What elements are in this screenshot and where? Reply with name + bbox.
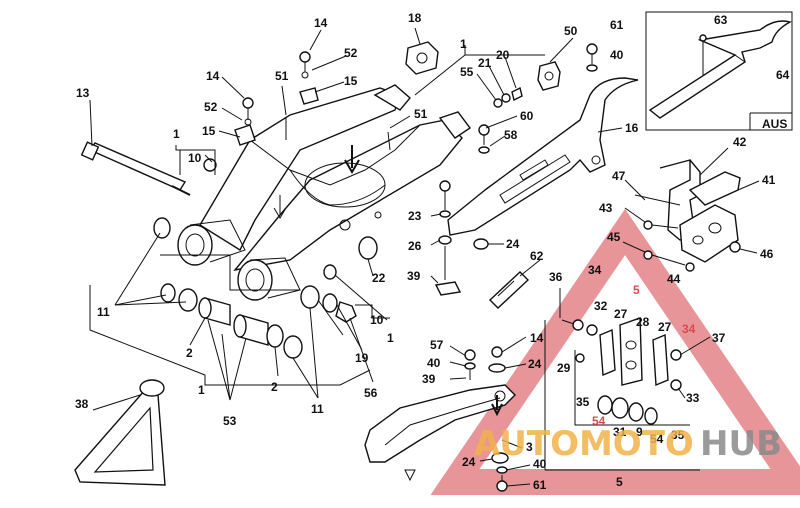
callout-43: 43 bbox=[599, 201, 613, 215]
callout-14: 14 bbox=[314, 16, 328, 30]
callout-61: 61 bbox=[610, 18, 624, 32]
callout-5: 5 bbox=[616, 475, 623, 489]
callout-15: 15 bbox=[344, 74, 358, 88]
upper-right-small-parts bbox=[405, 41, 598, 108]
callout-1: 1 bbox=[387, 331, 394, 345]
callout-20: 20 bbox=[496, 48, 510, 62]
callout-40: 40 bbox=[533, 457, 547, 471]
pivot-axle bbox=[80, 141, 191, 196]
callout-40: 40 bbox=[427, 356, 441, 370]
callout-36: 36 bbox=[549, 270, 563, 284]
callout-26: 26 bbox=[408, 239, 422, 253]
watermark-text: AUTOMOTO HUB bbox=[474, 424, 782, 464]
chain-adjuster-assembly bbox=[634, 159, 741, 272]
callout-14: 14 bbox=[206, 69, 220, 83]
callout-10: 10 bbox=[370, 313, 384, 327]
callout-50: 50 bbox=[564, 24, 578, 38]
callout-37: 37 bbox=[712, 331, 726, 345]
paddock-stand bbox=[74, 379, 166, 486]
callout-45: 45 bbox=[607, 230, 621, 244]
callout-23: 23 bbox=[408, 209, 422, 223]
callout-64: 64 bbox=[776, 68, 790, 82]
middle-bolt-stack bbox=[434, 180, 489, 296]
callout-47: 47 bbox=[612, 169, 626, 183]
callout-34: 34 bbox=[588, 263, 602, 277]
callout-labels: 14 52 15 18 1 55 21 20 50 61 40 63 64 AU… bbox=[75, 11, 790, 492]
upper-bolts bbox=[203, 51, 391, 172]
callout-55: 55 bbox=[460, 65, 474, 79]
callout-32: 32 bbox=[594, 299, 608, 313]
callout-5: 5 bbox=[633, 283, 640, 297]
callout-1: 1 bbox=[460, 37, 467, 51]
callout-18: 18 bbox=[408, 11, 422, 25]
callout-56: 56 bbox=[364, 386, 378, 400]
callout-15: 15 bbox=[202, 124, 216, 138]
callout-38: 38 bbox=[75, 397, 89, 411]
reflector-plate bbox=[488, 271, 530, 309]
callout-28: 28 bbox=[636, 315, 650, 329]
callout-11: 11 bbox=[97, 305, 110, 319]
callout-46: 46 bbox=[760, 247, 774, 261]
callout-27: 27 bbox=[658, 320, 672, 334]
chain-slider bbox=[364, 384, 516, 482]
callout-54: 54 bbox=[650, 432, 664, 446]
callout-29: 29 bbox=[557, 361, 571, 375]
callout-14: 14 bbox=[530, 331, 544, 345]
slider-bolts bbox=[464, 346, 509, 492]
lower-adjuster-parts bbox=[544, 317, 700, 471]
watermark-brand-part2: HUB bbox=[700, 424, 782, 464]
callout-63: 63 bbox=[714, 13, 728, 27]
callout-57: 57 bbox=[430, 338, 444, 352]
callout-13: 13 bbox=[76, 86, 90, 100]
callout-62: 62 bbox=[530, 249, 544, 263]
callout-39: 39 bbox=[407, 269, 421, 283]
callout-52: 52 bbox=[204, 100, 218, 114]
callout-34: 34 bbox=[682, 322, 696, 336]
callout-9: 9 bbox=[636, 425, 643, 439]
callout-31: 31 bbox=[613, 425, 627, 439]
callout-2: 2 bbox=[186, 346, 193, 360]
callout-10: 10 bbox=[188, 151, 202, 165]
callout-51: 51 bbox=[414, 107, 428, 121]
callout-35: 35 bbox=[576, 395, 590, 409]
callout-60: 60 bbox=[520, 109, 534, 123]
callout-39: 39 bbox=[422, 372, 436, 386]
leader-lines bbox=[89, 27, 760, 487]
callout-1: 1 bbox=[198, 383, 205, 397]
callout-24: 24 bbox=[506, 237, 520, 251]
callout-61: 61 bbox=[533, 478, 547, 492]
watermark-logo bbox=[430, 208, 800, 495]
callout-19: 19 bbox=[355, 351, 369, 365]
chain-guard bbox=[447, 77, 639, 236]
callout-24: 24 bbox=[528, 357, 542, 371]
callout-27: 27 bbox=[614, 307, 628, 321]
callout-51: 51 bbox=[275, 69, 289, 83]
callout-16: 16 bbox=[625, 121, 639, 135]
callout-24: 24 bbox=[462, 455, 476, 469]
callout-54: 54 bbox=[592, 414, 606, 428]
pivot-bushings bbox=[153, 217, 378, 359]
label-aus: AUS bbox=[762, 117, 787, 131]
callout-58: 58 bbox=[504, 128, 518, 142]
callout-3: 3 bbox=[526, 440, 533, 454]
callout-44: 44 bbox=[667, 272, 681, 286]
callout-33: 33 bbox=[686, 391, 700, 405]
callout-52: 52 bbox=[344, 46, 358, 60]
callout-2: 2 bbox=[271, 380, 278, 394]
callout-41: 41 bbox=[762, 173, 776, 187]
callout-22: 22 bbox=[372, 271, 386, 285]
inset-aus-box bbox=[645, 11, 793, 131]
callout-21: 21 bbox=[478, 56, 492, 70]
chain-guard-bolts bbox=[478, 124, 490, 154]
callout-35: 35 bbox=[671, 428, 685, 442]
callout-53: 53 bbox=[223, 414, 237, 428]
callout-11: 11 bbox=[311, 402, 324, 416]
swingarm bbox=[177, 84, 472, 301]
watermark-brand-part1: AUTOMOTO bbox=[474, 424, 694, 464]
callout-42: 42 bbox=[733, 135, 747, 149]
callout-40: 40 bbox=[610, 48, 624, 62]
callout-1: 1 bbox=[173, 127, 180, 141]
